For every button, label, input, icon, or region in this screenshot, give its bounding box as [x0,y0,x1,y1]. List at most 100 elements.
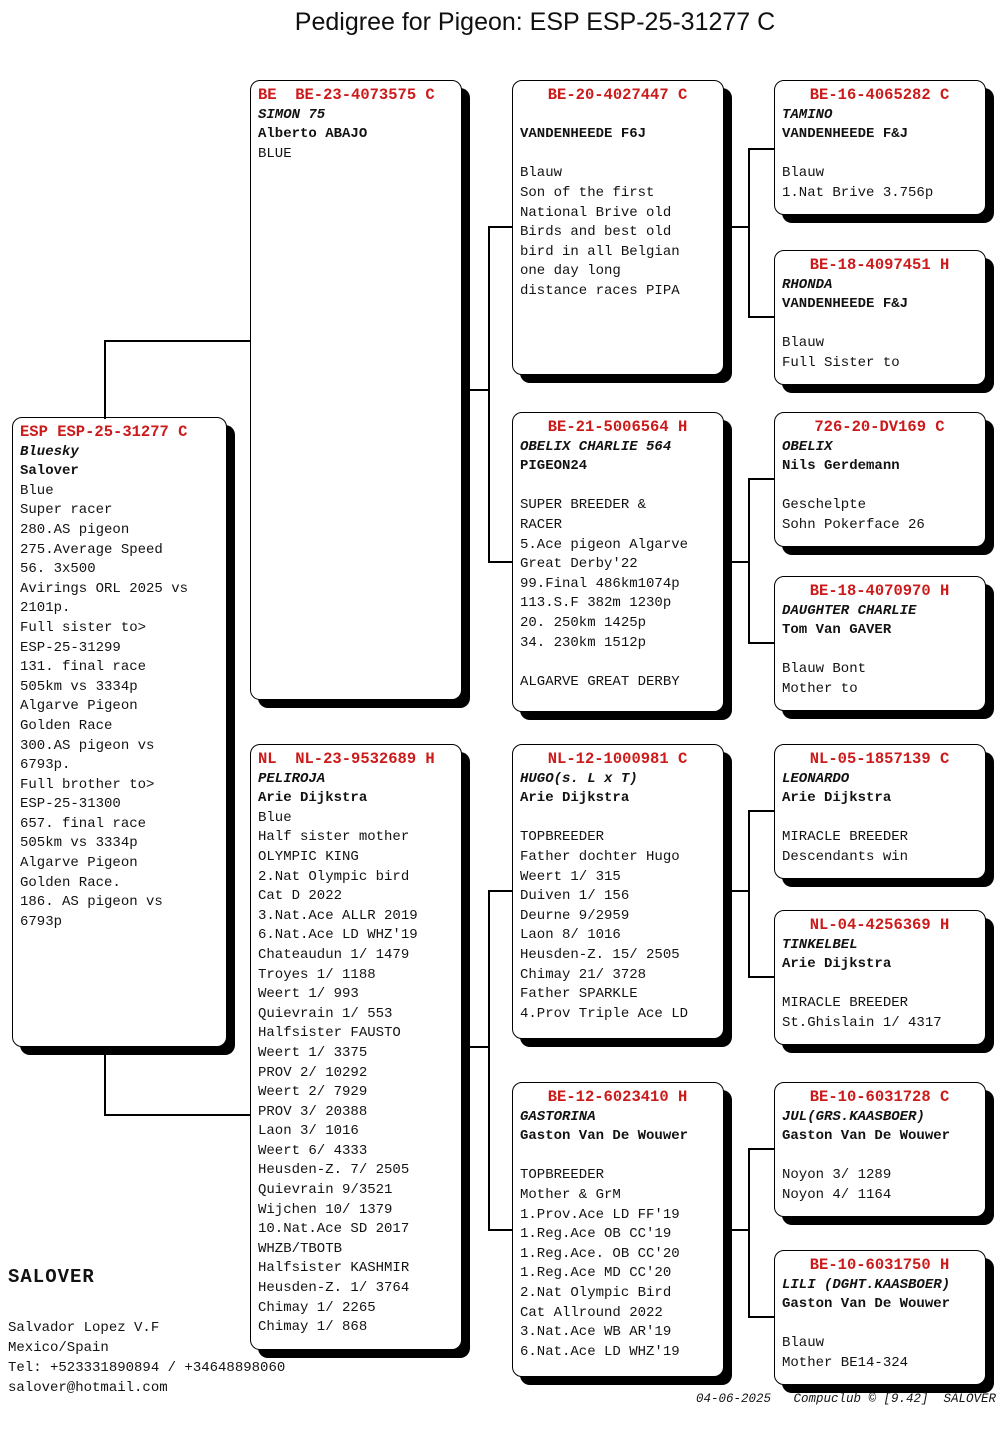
connector-line [748,1148,774,1150]
connector-line [748,1148,750,1318]
pigeon-details: BLUE [258,145,292,162]
connector-line [748,810,774,812]
owner-name: Gaston Van De Wouwer [520,1128,689,1145]
ring-number: BE-12-6023410 H [547,1088,688,1106]
connector-line [748,1316,774,1318]
ring-number: 726-20-DV169 C [814,418,945,436]
owner-name: Arie Dijkstra [782,956,892,973]
pigeon-details: Blauw Full Sister to [782,335,900,371]
print-info: 04-06-2025 Compuclub © [9.42] SALOVER [695,1392,996,1406]
pedigree-box-sire-sire: BE-20-4027447 C VANDENHEEDE F6J Blauw So… [512,80,724,375]
owner-name: VANDENHEEDE F&J [782,296,909,313]
pedigree-box-dam-sire: NL-12-1000981 C HUGO(s. L x T) Arie Dijk… [512,744,724,1039]
pigeon-name: PELIROJA [258,770,326,787]
pigeon-name: HUGO(s. L x T) [520,770,638,787]
pigeon-details: Blauw Son of the first National Brive ol… [520,165,680,299]
pigeon-details: Blue Super racer 280.AS pigeon 275.Avera… [20,482,189,930]
ring-number: BE-18-4070970 H [809,582,950,600]
owner-name: Gaston Van De Wouwer [782,1296,951,1313]
pedigree-box-dam-dam: BE-12-6023410 H GASTORINA Gaston Van De … [512,1082,724,1377]
pedigree-box-dam-sire-dam: NL-04-4256369 H TINKELBEL Arie Dijkstra … [774,910,986,1045]
pigeon-name [520,106,715,126]
owner-name: VANDENHEEDE F6J [520,126,647,143]
pedigree-box-dam-dam-dam: BE-10-6031750 H LILI (DGHT.KAASBOER) Gas… [774,1250,986,1385]
connector-line [748,976,774,978]
ring-number: BE BE-23-4073575 C [258,86,435,104]
kennel-name: SALOVER [8,1266,95,1288]
connector-line [104,1114,250,1116]
pigeon-details: Blue Half sister mother OLYMPIC KING 2.N… [258,809,418,1336]
owner-name: VANDENHEEDE F&J [782,126,909,143]
pigeon-details: SUPER BREEDER & RACER 5.Ace pigeon Algar… [520,497,689,690]
connector-line [748,316,774,318]
pigeon-name: SIMON 75 [258,106,326,123]
pigeon-name: LILI (DGHT.KAASBOER) [782,1276,951,1293]
pedigree-box-sire-dam: BE-21-5006564 H OBELIX CHARLIE 564 PIGEO… [512,412,724,712]
pedigree-box-sire-sire-dam: BE-18-4097451 H RHONDA VANDENHEEDE F&J B… [774,250,986,385]
pedigree-box-dam-sire-sire: NL-05-1857139 C LEONARDO Arie Dijkstra M… [774,744,986,879]
pedigree-box-sire-sire-sire: BE-16-4065282 C TAMINO VANDENHEEDE F&J B… [774,80,986,215]
connector-line [462,1046,490,1048]
pedigree-box-dam-dam-sire: BE-10-6031728 C JUL(GRS.KAASBOER) Gaston… [774,1082,986,1217]
pigeon-name: JUL(GRS.KAASBOER) [782,1108,925,1125]
connector-line [748,478,774,480]
ring-number: BE-10-6031728 C [809,1088,950,1106]
connector-line [462,389,490,391]
connector-line [104,340,106,419]
owner-name: Arie Dijkstra [520,790,630,807]
connector-line [748,478,750,644]
ring-number: NL NL-23-9532689 H [258,750,435,768]
pigeon-details: MIRACLE BREEDER St.Ghislain 1/ 4317 [782,995,942,1031]
ring-number: NL-04-4256369 H [809,916,950,934]
pigeon-details: Blauw Mother BE14-324 [782,1335,909,1371]
connector-line [724,1229,750,1231]
owner-name: Nils Gerdemann [782,458,900,475]
connector-line [488,226,490,563]
connector-line [488,890,512,892]
ring-number: NL-12-1000981 C [547,750,688,768]
ring-number: BE-20-4027447 C [547,86,688,104]
connector-line [488,1229,512,1231]
pedigree-box-sire-dam-sire: 726-20-DV169 C OBELIX Nils Gerdemann Ges… [774,412,986,547]
connector-line [724,890,750,892]
pigeon-details: TOPBREEDER Mother & GrM 1.Prov.Ace LD FF… [520,1167,680,1360]
owner-name: Tom Van GAVER [782,622,892,639]
pigeon-name: RHONDA [782,276,833,293]
pigeon-name: OBELIX [782,438,833,455]
connector-line [748,810,750,978]
pedigree-box-sire: BE BE-23-4073575 C SIMON 75 Alberto ABAJ… [250,80,462,700]
page-title: Pedigree for Pigeon: ESP ESP-25-31277 C [294,8,776,36]
connector-line [488,890,490,1231]
pigeon-name: Bluesky [20,443,79,460]
pigeon-name: DAUGHTER CHARLIE [782,602,917,619]
connector-line [724,226,750,228]
ring-number: BE-18-4097451 H [809,256,950,274]
ring-number: ESP ESP-25-31277 C [20,423,188,441]
connector-line [748,148,774,150]
owner-name: Alberto ABAJO [258,126,368,143]
pigeon-details: Geschelpte Sohn Pokerface 26 [782,497,925,533]
owner-name: Arie Dijkstra [258,790,368,807]
pigeon-details: TOPBREEDER Father dochter Hugo Weert 1/ … [520,829,689,1022]
owner-name: Arie Dijkstra [782,790,892,807]
pigeon-name: TAMINO [782,106,833,123]
pigeon-details: MIRACLE BREEDER Descendants win [782,829,909,865]
connector-line [488,226,512,228]
pigeon-details: Blauw Bont Mother to [782,661,867,697]
connector-line [724,561,750,563]
pedigree-box-dam: NL NL-23-9532689 H PELIROJA Arie Dijkstr… [250,744,462,1350]
pigeon-details: Noyon 3/ 1289 Noyon 4/ 1164 [782,1167,892,1203]
connector-line [748,642,774,644]
ring-number: BE-16-4065282 C [809,86,950,104]
ring-number: BE-10-6031750 H [809,1256,950,1274]
owner-name: Gaston Van De Wouwer [782,1128,951,1145]
connector-line [748,148,750,318]
breeder-contact: Salvador Lopez V.F Mexico/Spain Tel: +52… [8,1320,286,1396]
pigeon-name: LEONARDO [782,770,850,787]
pedigree-box-sire-dam-dam: BE-18-4070970 H DAUGHTER CHARLIE Tom Van… [774,576,986,711]
pigeon-name: GASTORINA [520,1108,596,1125]
pigeon-name: OBELIX CHARLIE 564 [520,438,672,455]
pigeon-name: TINKELBEL [782,936,858,953]
connector-line [104,340,250,342]
owner-name: Salover [20,463,79,480]
